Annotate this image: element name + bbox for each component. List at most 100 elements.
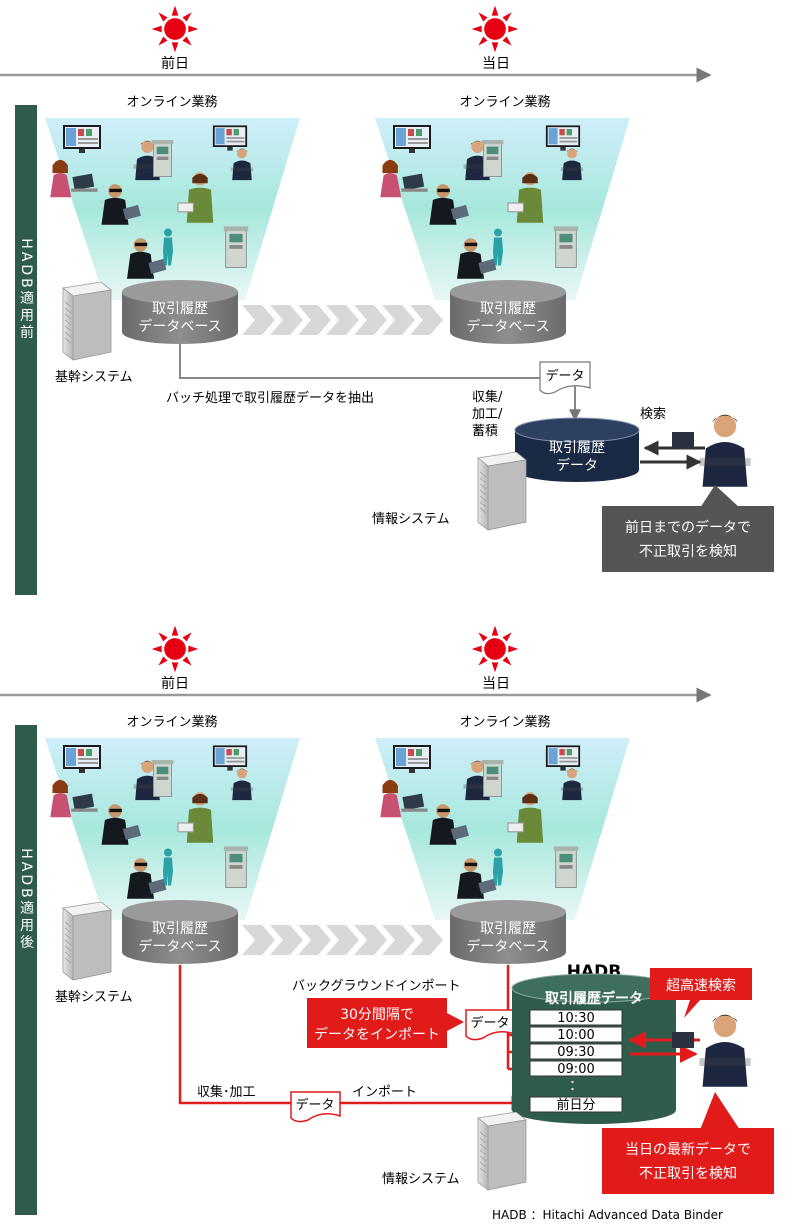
hadb-db-title: 取引履歴データ xyxy=(545,990,643,1007)
today-label: 当日 xyxy=(482,56,510,72)
time-slot-label: 10:30 xyxy=(557,1011,594,1026)
footnote: HADB ：Hitachi Advanced Data Binder xyxy=(492,1208,723,1222)
online-label: オンライン業務 xyxy=(126,714,217,730)
db-label: データベース xyxy=(138,938,221,955)
interval-callout: 30分間隔で データをインポート xyxy=(307,998,464,1048)
online-label: オンライン業務 xyxy=(459,94,550,110)
time-slot-label: 09:30 xyxy=(557,1045,594,1060)
monitor-icon xyxy=(545,125,581,151)
hist-db-before: 取引履歴 データ xyxy=(514,417,640,482)
monitor-icon xyxy=(545,745,581,771)
info-server-icon xyxy=(477,452,527,531)
data-document-icon xyxy=(290,1091,341,1123)
online-funnel-right-after: オンライン業務 xyxy=(375,714,630,920)
callout-text: 不正取引を検知 xyxy=(639,1165,737,1182)
info-server-icon xyxy=(477,1112,527,1191)
callout-after: 当日の最新データで 不正取引を検知 xyxy=(602,1092,774,1194)
db-label: 取引履歴 xyxy=(480,301,536,317)
side-label-after: HADB適用後 xyxy=(18,848,34,952)
online-funnel-right-before: オンライン業務 xyxy=(375,94,630,300)
chevron-arrows-after xyxy=(242,925,443,955)
callout-text: 当日の最新データで xyxy=(625,1141,751,1158)
callout-before: 前日までのデータで 不正取引を検知 xyxy=(602,485,774,572)
customer-walking-icon xyxy=(493,228,503,266)
analyst-icon xyxy=(699,1014,751,1087)
monitor-icon xyxy=(63,125,101,153)
collect-label: 加工/ xyxy=(472,407,503,422)
side-label-before: HADB適用前 xyxy=(18,238,34,342)
prev-day-label: 前日 xyxy=(161,55,189,72)
ellipsis: ： xyxy=(569,1078,583,1094)
atm-icon xyxy=(553,845,579,888)
laptop-icon xyxy=(672,432,694,448)
time-slot-label: 09:00 xyxy=(557,1062,594,1077)
laptop-icon xyxy=(672,1032,694,1048)
core-db-right-after: 取引履歴 データベース xyxy=(450,900,566,964)
callout-text: 前日までのデータで xyxy=(625,519,751,536)
timeline-before: 前日 当日 xyxy=(0,5,712,83)
core-db-left-before: 取引履歴 データベース xyxy=(122,280,238,344)
atm-icon xyxy=(223,225,249,268)
bg-import-label: バックグラウンドインポート xyxy=(292,979,460,994)
batch-label: バッチ処理で取引履歴データを抽出 xyxy=(166,390,374,406)
prev-day-label: 前日 xyxy=(161,675,189,692)
core-system-label: 基幹システム xyxy=(55,989,133,1005)
info-system-label: 情報システム xyxy=(382,1172,460,1187)
time-slot-label: 前日分 xyxy=(556,1097,595,1113)
collect-label: 収集/ xyxy=(472,389,503,405)
monitor-icon xyxy=(212,745,248,771)
atm-icon xyxy=(223,845,249,888)
core-system-label: 基幹システム xyxy=(55,369,133,385)
db-label: データベース xyxy=(138,318,221,335)
time-slot xyxy=(529,1060,623,1077)
import-label: インポート xyxy=(352,1085,417,1100)
search-label: 検索 xyxy=(640,407,666,422)
sun-icon xyxy=(151,5,199,53)
data-doc-label: データ xyxy=(545,368,584,384)
time-slot xyxy=(529,1009,623,1026)
core-server-icon xyxy=(62,282,112,361)
core-db-left-after: 取引履歴 データベース xyxy=(122,900,238,964)
monitor-icon xyxy=(393,125,431,153)
search-flow-before: 検索 xyxy=(640,407,751,487)
db-label: 取引履歴 xyxy=(152,301,208,317)
monitor-icon xyxy=(63,745,101,773)
data-document-icon xyxy=(465,1009,516,1041)
monitor-icon xyxy=(393,745,431,773)
customer-walking-icon xyxy=(493,848,503,886)
hist-db-label: 取引履歴 xyxy=(549,440,605,456)
today-label: 当日 xyxy=(482,676,510,692)
core-db-right-before: 取引履歴 データベース xyxy=(450,280,566,344)
db-label: データベース xyxy=(466,318,549,335)
online-funnel-left-before: オンライン業務 xyxy=(45,94,300,300)
db-label: データベース xyxy=(466,938,549,955)
hadb-db: HADB 取引履歴データ 10:30 10:00 09:30 09:00 ： 前… xyxy=(511,962,677,1124)
interval-text: データをインポート xyxy=(314,1026,440,1043)
atm-icon xyxy=(481,139,504,178)
sun-icon xyxy=(151,625,199,673)
time-slot xyxy=(529,1096,623,1113)
core-server-icon xyxy=(62,902,112,981)
atm-icon xyxy=(151,139,174,178)
hist-db-label: データ xyxy=(556,457,598,474)
time-slot-label: 10:00 xyxy=(557,1028,594,1043)
time-slot xyxy=(529,1043,623,1060)
callout-text: 不正取引を検知 xyxy=(639,543,737,560)
customer-walking-icon xyxy=(163,848,173,886)
atm-icon xyxy=(553,225,579,268)
customer-walking-icon xyxy=(163,228,173,266)
db-label: 取引履歴 xyxy=(480,921,536,937)
collect-label: 収集･加工 xyxy=(197,1084,256,1100)
timeline-after: 前日 当日 xyxy=(0,625,712,703)
batch-flow-before: バッチ処理で取引履歴データを抽出 データ xyxy=(166,344,591,422)
data-document-icon xyxy=(539,361,591,395)
sun-icon xyxy=(471,625,519,673)
online-funnel-left-after: オンライン業務 xyxy=(45,714,300,920)
fast-search-after: 超高速検索 xyxy=(628,968,752,1087)
online-label: オンライン業務 xyxy=(126,94,217,110)
db-label: 取引履歴 xyxy=(152,921,208,937)
interval-text: 30分間隔で xyxy=(340,1007,414,1023)
side-bar-after: HADB適用後 xyxy=(15,725,37,1215)
online-label: オンライン業務 xyxy=(459,714,550,730)
